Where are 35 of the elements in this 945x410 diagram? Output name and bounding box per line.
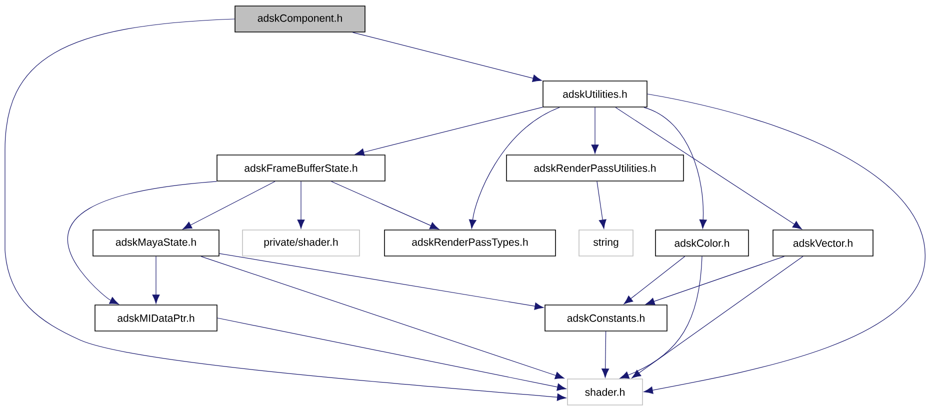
file-box: adskMIDataPtr.h bbox=[94, 304, 218, 332]
arrow bbox=[219, 253, 544, 310]
arrow bbox=[615, 107, 802, 230]
file-box: adskConstants.h bbox=[544, 304, 668, 332]
arrow bbox=[152, 256, 160, 304]
file-box: adskMayaState.h bbox=[92, 230, 220, 256]
arrow bbox=[644, 94, 926, 394]
arrow bbox=[624, 256, 686, 304]
arrow bbox=[355, 106, 543, 156]
file-box: adskUtilities.h bbox=[542, 80, 648, 108]
arrow bbox=[644, 107, 707, 229]
arrow bbox=[596, 181, 606, 229]
file-box: adskComponent.h bbox=[234, 6, 366, 32]
arrow bbox=[632, 256, 804, 378]
file-box: private/shader.h bbox=[242, 230, 360, 256]
arrow bbox=[602, 331, 610, 378]
file-box: adskVector.h bbox=[772, 230, 874, 256]
file-box: adskRenderPassTypes.h bbox=[384, 230, 556, 256]
arrow bbox=[297, 181, 305, 229]
file-box: adskFrameBufferState.h bbox=[216, 154, 386, 182]
arrow bbox=[468, 107, 560, 229]
file-box: adskRenderPassUtilities.h bbox=[506, 154, 684, 182]
arrow bbox=[200, 256, 564, 380]
arrow bbox=[68, 181, 217, 304]
arrow bbox=[620, 256, 702, 379]
arrow bbox=[4, 18, 566, 401]
file-box: shader.h bbox=[567, 378, 643, 406]
file-box: adskColor.h bbox=[655, 230, 749, 256]
arrow bbox=[330, 181, 440, 230]
file-box: string bbox=[578, 230, 634, 256]
arrow bbox=[182, 181, 276, 230]
arrow bbox=[646, 256, 785, 305]
arrow bbox=[352, 32, 542, 82]
arrow bbox=[591, 107, 599, 154]
arrow bbox=[217, 318, 566, 391]
